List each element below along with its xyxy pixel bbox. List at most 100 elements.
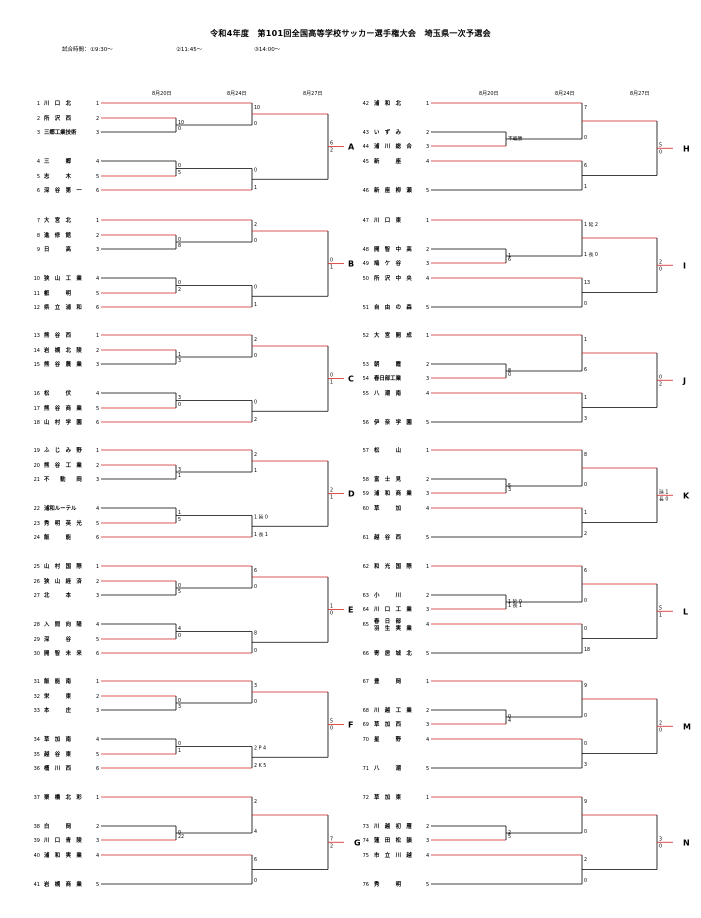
team-number: 39 — [34, 838, 40, 844]
team-seed: 5 — [96, 406, 99, 412]
score: 1 長 0 — [584, 252, 598, 258]
team-seed: 5 — [96, 882, 99, 888]
score: 4 — [508, 718, 511, 724]
block-label: A — [348, 143, 355, 152]
team-seed: 3 — [96, 708, 99, 714]
team-name: 桶 川 西 — [43, 764, 72, 772]
team-number: 75 — [363, 853, 369, 859]
score: 0 — [659, 727, 662, 733]
team-name: ふ じ み 野 — [44, 446, 82, 454]
team-number: 11 — [34, 291, 40, 297]
team-number: 64 — [363, 607, 369, 613]
score: 0 — [254, 353, 257, 359]
team-number: 3 — [37, 130, 40, 136]
team-number: 16 — [34, 391, 40, 397]
team-number: 9 — [37, 247, 40, 253]
team-name: 三郷工業技術 — [44, 128, 77, 136]
block-label: I — [683, 261, 686, 270]
score: 9 — [584, 683, 587, 689]
team-number: 52 — [363, 333, 369, 339]
team-seed: 2 — [426, 362, 429, 368]
block-label: M — [683, 722, 691, 731]
block-label: C — [348, 375, 354, 384]
team-name: 栗 橋 北 彩 — [44, 793, 82, 801]
score: 8 — [584, 452, 587, 458]
round-header-left-3: 8月27日 — [303, 91, 323, 97]
team-name: 新 座 — [374, 157, 402, 165]
team-number: 4 — [37, 159, 40, 165]
team-name: 県 立 浦 和 — [44, 303, 82, 311]
team-number: 19 — [34, 448, 40, 454]
score: 1 — [584, 510, 587, 516]
score: 0 — [254, 878, 257, 884]
team-name: 川 口 東 — [373, 216, 402, 224]
team-seed: 2 — [426, 824, 429, 830]
team-name: 飯 能 — [43, 533, 72, 541]
score: 3 — [659, 836, 662, 842]
score: 1 — [330, 604, 333, 610]
team-seed: 1 — [426, 448, 429, 454]
score: 6 — [508, 257, 511, 263]
score: 1 — [330, 380, 333, 386]
block-label: L — [683, 607, 688, 616]
team-number: 17 — [34, 406, 40, 412]
team-name: 深 谷 第 一 — [44, 186, 82, 194]
score: 3 — [178, 704, 181, 710]
score: 0 — [254, 121, 257, 127]
score: 3 — [254, 683, 257, 689]
team-name: 所 沢 西 — [44, 114, 72, 122]
score: 2 — [254, 337, 257, 343]
team-seed: 4 — [426, 391, 429, 397]
score: 1 — [330, 495, 333, 501]
team-seed: 6 — [96, 420, 99, 426]
block-label: J — [682, 376, 686, 385]
team-seed: 5 — [426, 535, 429, 541]
score: 2 P 4 — [254, 746, 266, 752]
score: 3 — [178, 467, 181, 473]
team-name: 所 沢 中 央 — [374, 274, 412, 282]
team-seed: 5 — [426, 305, 429, 311]
team-number: 18 — [34, 420, 40, 426]
team-name: 羽 生 実 業 — [374, 624, 412, 632]
round-header-left-2: 8月24日 — [227, 91, 247, 97]
team-number: 56 — [363, 420, 369, 426]
team-seed: 1 — [96, 564, 99, 570]
team-seed: 1 — [96, 218, 99, 224]
team-name: 狭 山 経 済 — [43, 577, 82, 585]
score: 1 — [178, 510, 181, 516]
score: 7 — [584, 105, 587, 111]
score: 6 — [584, 367, 587, 373]
team-seed: 1 — [96, 795, 99, 801]
team-seed: 3 — [426, 607, 429, 613]
team-number: 32 — [34, 694, 40, 700]
score: 5 — [659, 605, 662, 611]
team-number: 65 — [363, 622, 369, 628]
score: 0 — [178, 698, 181, 704]
team-seed: 6 — [96, 305, 99, 311]
score: 0 — [178, 633, 181, 639]
score: 1 延 2 — [584, 221, 598, 228]
team-number: 5 — [37, 174, 40, 180]
team-seed: 4 — [96, 506, 99, 512]
team-number: 70 — [363, 737, 369, 743]
score: 0 — [178, 163, 181, 169]
team-seed: 3 — [96, 838, 99, 844]
team-number: 34 — [34, 737, 40, 743]
team-number: 7 — [37, 218, 40, 224]
score: 1 延 0 — [508, 598, 522, 605]
score: 2 — [254, 452, 257, 458]
score: 0 — [178, 741, 181, 747]
team-number: 6 — [37, 188, 40, 194]
team-seed: 4 — [96, 391, 99, 397]
score: 5 — [178, 517, 181, 523]
team-seed: 6 — [96, 766, 99, 772]
team-seed: 4 — [96, 853, 99, 859]
score: 4 — [178, 626, 181, 632]
score: 2 — [330, 148, 333, 154]
score: 1 — [584, 337, 587, 343]
score: 不戦勝 — [508, 135, 523, 142]
score: 2 — [659, 381, 662, 387]
score: 13 — [584, 280, 590, 286]
team-name: 栄 東 — [44, 692, 72, 700]
score: 5 — [178, 170, 181, 176]
